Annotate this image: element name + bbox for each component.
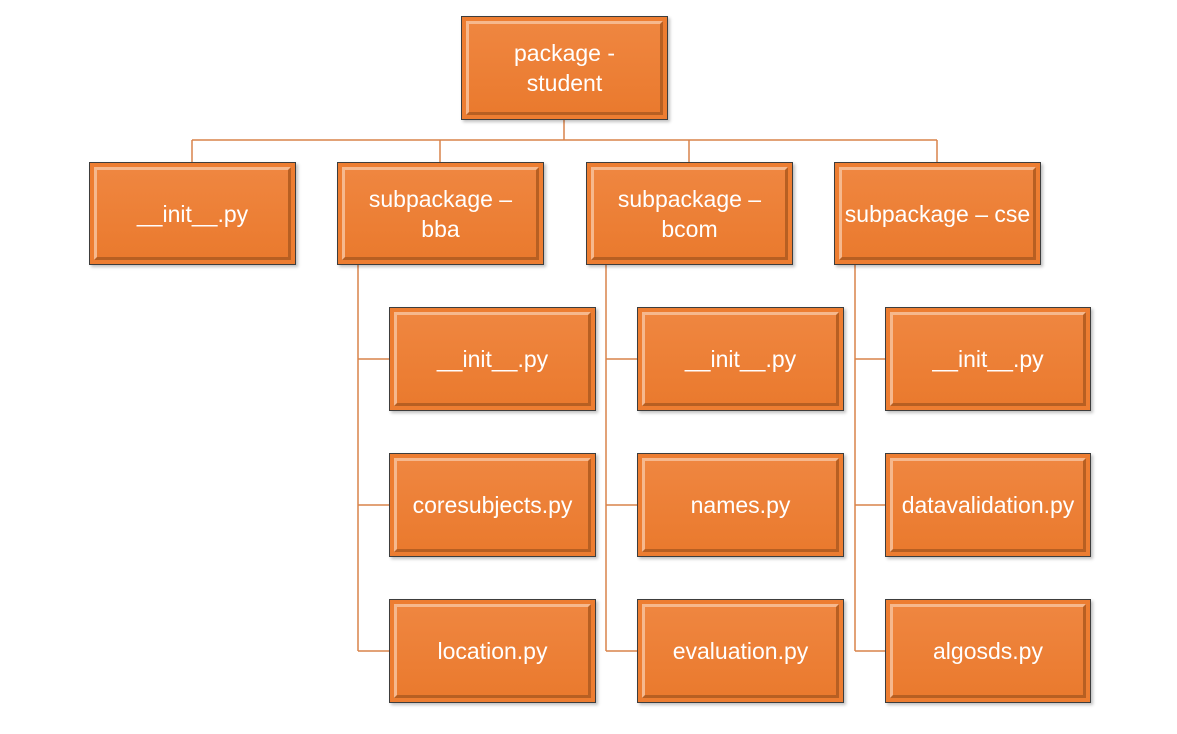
node-label: subpackage – cse: [844, 200, 1031, 227]
node-bevel: [342, 167, 539, 260]
node-bcom-names: names.py: [637, 453, 844, 557]
node-bevel: [642, 312, 839, 406]
node-bevel: [642, 458, 839, 552]
node-bcom-evaluation: evaluation.py: [637, 599, 844, 703]
node-bba-coresubjects: coresubjects.py: [389, 453, 596, 557]
node-bcom-init: __init__.py: [637, 307, 844, 411]
node-label: __init__.py: [436, 346, 549, 372]
node-label: names.py: [690, 492, 791, 518]
node-bevel: [890, 458, 1086, 552]
node-cse-init: __init__.py: [885, 307, 1091, 411]
node-bevel: [642, 604, 839, 698]
node-label: subpackage – bba: [368, 185, 513, 242]
node-cse-datavalidation: datavalidation.py: [885, 453, 1091, 557]
node-subpackage-bcom: subpackage – bcom: [586, 162, 793, 265]
node-bevel: [94, 167, 291, 260]
node-cse-algosds: algosds.py: [885, 599, 1091, 703]
node-label: package - student: [513, 40, 615, 96]
node-subpackage-cse: subpackage – cse: [834, 162, 1041, 265]
node-label: evaluation.py: [672, 638, 809, 664]
node-bevel: [394, 312, 591, 406]
node-label: __init__.py: [932, 346, 1044, 372]
node-bevel: [394, 458, 591, 552]
node-package-student: package - student: [461, 16, 668, 120]
node-bevel: [591, 167, 788, 260]
node-subpackage-bba: subpackage – bba: [337, 162, 544, 265]
node-bevel: [890, 604, 1086, 698]
node-init-root: __init__.py: [89, 162, 296, 265]
node-bba-location: location.py: [389, 599, 596, 703]
node-bba-init: __init__.py: [389, 307, 596, 411]
node-bevel: [394, 604, 591, 698]
node-bevel: [839, 167, 1036, 260]
node-label: datavalidation.py: [901, 492, 1075, 518]
node-label: subpackage – bcom: [617, 185, 762, 242]
node-label: coresubjects.py: [412, 492, 573, 518]
node-label: __init__.py: [684, 346, 797, 372]
node-label: location.py: [437, 638, 548, 664]
node-label: __init__.py: [136, 200, 249, 227]
node-bevel: [890, 312, 1086, 406]
node-bevel: [466, 21, 663, 115]
node-label: algosds.py: [933, 638, 1043, 664]
